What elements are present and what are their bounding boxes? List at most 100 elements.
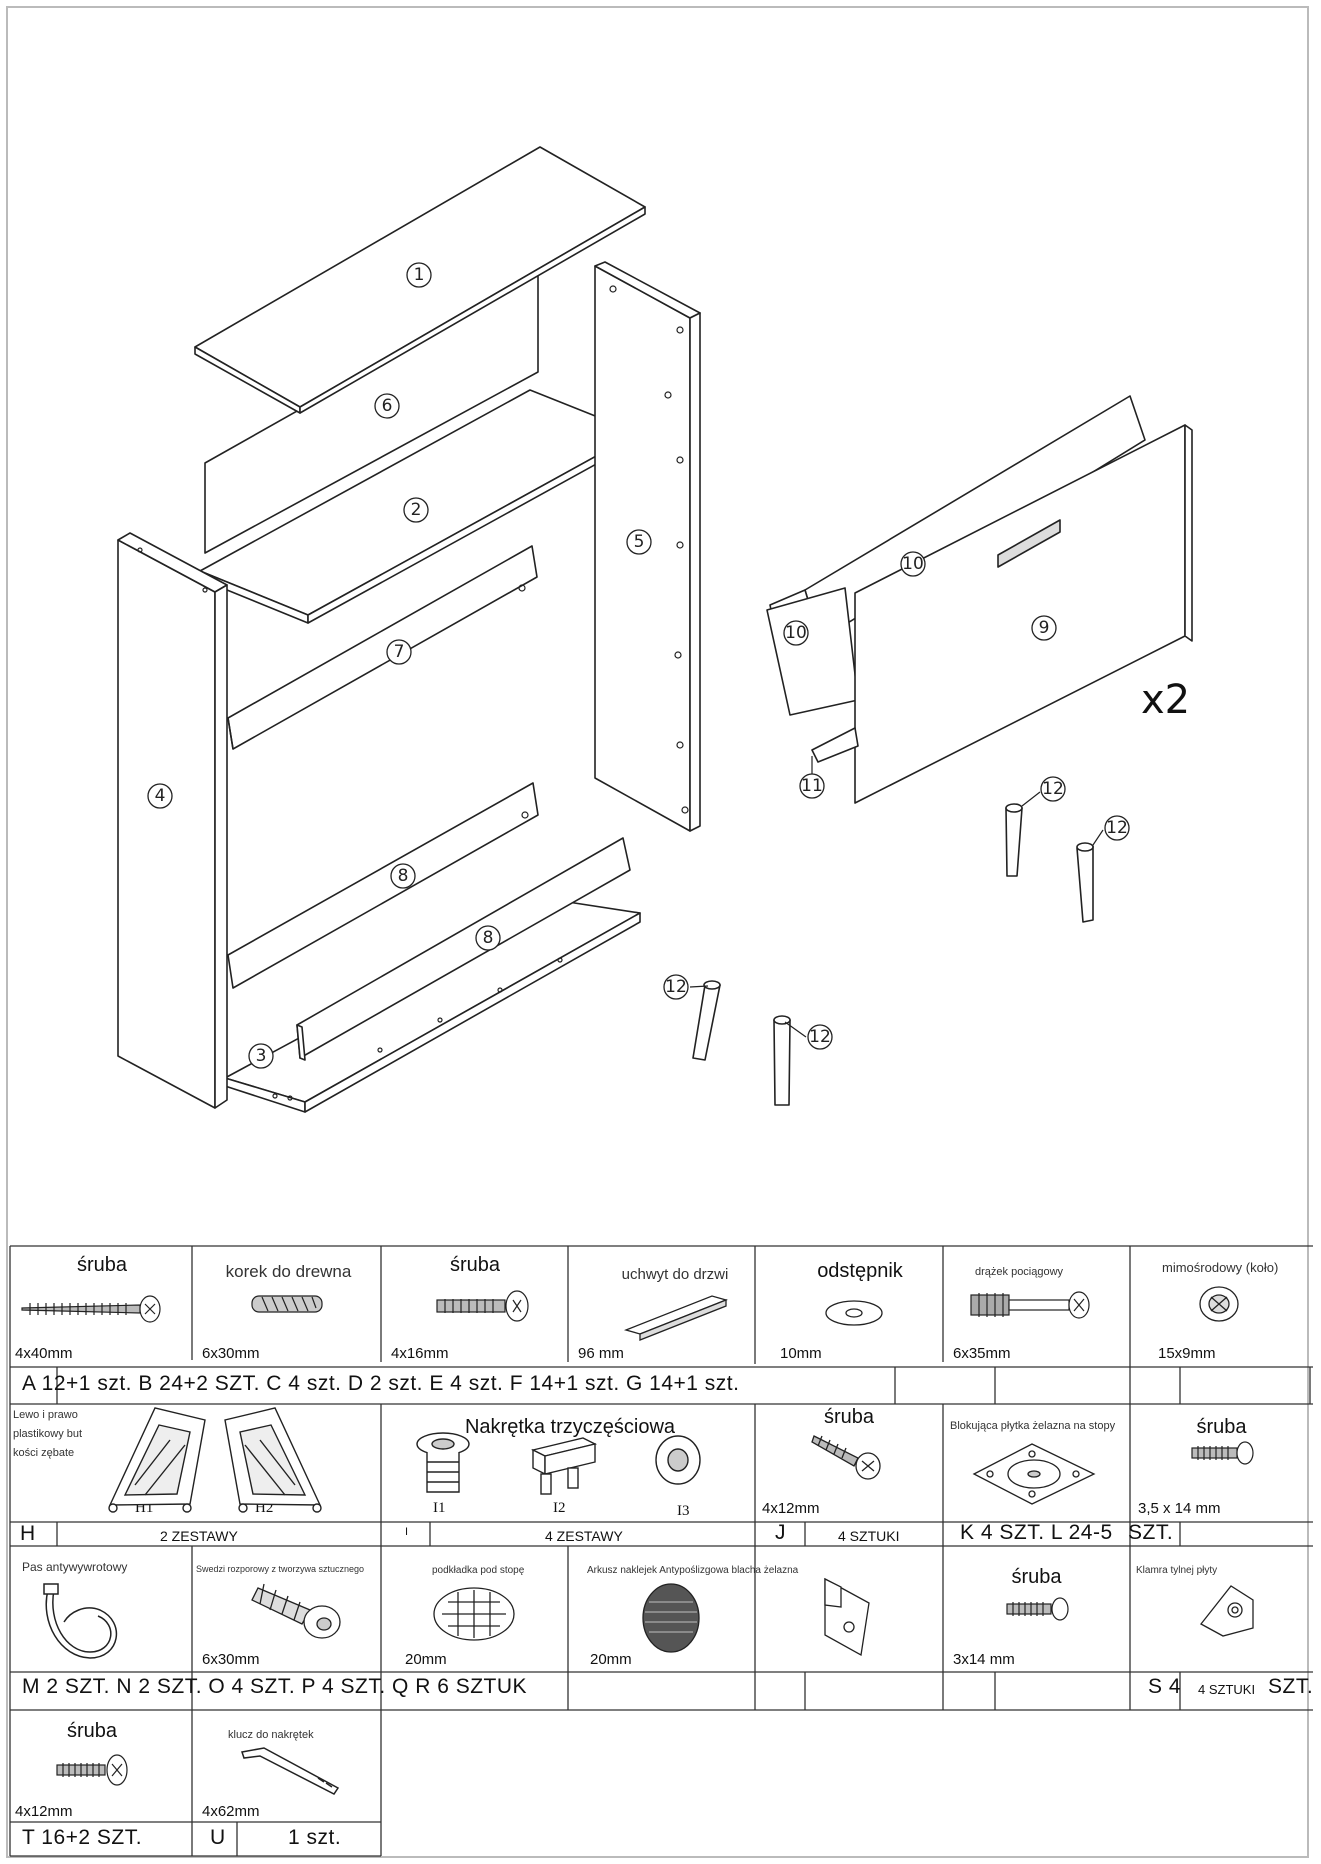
part-number-5: 5 [634, 532, 645, 552]
hinge-11 [811, 727, 859, 763]
qty-u: 1 szt. [288, 1826, 342, 1849]
qty-s-small: 4 SZTUKI [1198, 1682, 1256, 1697]
size-a: 4x40mm [15, 1345, 73, 1362]
title-clip-s: Klamra tylnej płyty [1136, 1565, 1218, 1576]
code-u: U [210, 1826, 226, 1849]
part-number-3: 3 [256, 1046, 267, 1066]
foot-plate-icon [972, 1443, 1096, 1505]
title-screw-t: śruba [66, 1720, 118, 1742]
code-i: I [405, 1526, 409, 1538]
size-g: 15x9mm [1158, 1345, 1216, 1362]
screw-l-icon [1191, 1441, 1254, 1465]
title-pad-o: podkładka pod stopę [432, 1565, 525, 1576]
size-e: 10mm [780, 1345, 822, 1362]
size-r: 3x14 mm [953, 1651, 1015, 1668]
cam-lock-icon [1199, 1286, 1239, 1322]
label-i3: I3 [677, 1503, 690, 1519]
exploded-assembly-diagram: 1 6 2 5 7 4 8 8 3 10 10 9 11 12 12 12 12 x2 [117, 146, 1193, 1113]
title-screw-a: śruba [76, 1254, 128, 1276]
size-j: 4x12mm [762, 1500, 820, 1517]
title-dowel-rod-f: drążek pociągowy [975, 1266, 1064, 1278]
part-number-9: 9 [1039, 618, 1050, 638]
part-number-10: 10 [785, 623, 807, 643]
part-number-6: 6 [382, 396, 393, 416]
title-dowel-b: korek do drewna [225, 1262, 352, 1281]
hinge-bracket-icon [108, 1407, 322, 1513]
title-wrench-u: klucz do nakrętek [228, 1729, 314, 1741]
leg-12-a [1005, 803, 1023, 877]
qty-i: 4 ZESTAWY [545, 1528, 623, 1544]
part-number-7: 7 [394, 642, 405, 662]
title-hinge-h: Lewo i prawo plastikowy but kości zębate [13, 1409, 83, 1459]
title-screw-l: śruba [1196, 1416, 1247, 1438]
size-t: 4x12mm [15, 1803, 73, 1820]
part-number-2: 2 [411, 500, 422, 520]
qty-s-end: SZT. [1268, 1675, 1314, 1698]
screw-r-icon [1006, 1597, 1069, 1621]
title-screw-j: śruba [823, 1406, 875, 1428]
size-c: 4x16mm [391, 1345, 449, 1362]
title-screw-r: śruba [1011, 1566, 1062, 1588]
anti-tip-strap-icon [43, 1583, 118, 1659]
title-screw-c: śruba [449, 1254, 501, 1276]
code-h: H [20, 1522, 36, 1545]
door-handle-icon [623, 1295, 729, 1341]
screw-t-icon [56, 1754, 128, 1786]
part-number-1: 1 [414, 265, 425, 285]
back-panel-clip-icon [1200, 1585, 1254, 1637]
multiplier-label: x2 [1141, 677, 1190, 723]
leg-12-c [692, 980, 721, 1061]
rail-8-back [227, 782, 539, 989]
screw-short-icon [436, 1290, 529, 1322]
page-border [6, 6, 1309, 1858]
qty-row-m-r: M 2 SZT. N 2 SZT. O 4 SZT. P 4 SZT. Q R … [22, 1675, 528, 1698]
qty-row-a-g: A 12+1 szt. B 24+2 SZT. C 4 szt. D 2 szt… [22, 1372, 740, 1395]
size-u: 4x62mm [202, 1803, 260, 1820]
title-nut-i: Nakrętka trzyczęściowa [464, 1416, 676, 1438]
rail-7 [227, 545, 538, 750]
part-number-12: 12 [1042, 779, 1064, 799]
part-number-8: 8 [483, 928, 494, 948]
part-number-11: 11 [801, 776, 823, 796]
label-i2: I2 [553, 1500, 566, 1516]
screw-long-icon [21, 1295, 161, 1323]
code-s: S 4 [1148, 1675, 1182, 1698]
wood-dowel-icon [251, 1295, 323, 1313]
rail-8-front [296, 837, 631, 1061]
three-part-nut-icon [416, 1432, 701, 1495]
part-number-12: 12 [665, 977, 687, 997]
part-number-8: 8 [398, 866, 409, 886]
size-d: 96 mm [578, 1345, 624, 1362]
foot-pad-icon [433, 1587, 515, 1641]
title-strap-m: Pas antywywrotowy [22, 1560, 128, 1574]
size-f: 6x35mm [953, 1345, 1011, 1362]
size-n: 6x30mm [202, 1651, 260, 1668]
qty-l-end: SZT. [1128, 1521, 1174, 1544]
anti-slip-sticker-icon [642, 1583, 700, 1653]
iron-plate-icon [824, 1577, 870, 1657]
screw-j-icon [811, 1435, 881, 1480]
side-panel-4 [117, 532, 228, 1109]
part-number-12: 12 [809, 1027, 831, 1047]
qty-j: 4 SZTUKI [838, 1528, 900, 1544]
part-number-12: 12 [1106, 818, 1128, 838]
title-anchor-n: Swedzi rozporowy z tworzywa sztucznego [196, 1564, 365, 1574]
size-p: 20mm [590, 1651, 632, 1668]
leg-12-b [1076, 842, 1094, 923]
leg-12-d [773, 1015, 791, 1106]
label-i1: I1 [433, 1500, 446, 1516]
title-handle-d: uchwyt do drzwi [621, 1266, 729, 1283]
washer-icon [825, 1300, 883, 1326]
code-j: J [775, 1521, 786, 1544]
part-number-10: 10 [902, 554, 924, 574]
title-spacer-e: odstępnik [817, 1260, 903, 1282]
title-sticker-p: Arkusz naklejek Antypoślizgowa blacha że… [587, 1565, 799, 1576]
title-cam-g: mimośrodowy (koło) [1162, 1260, 1279, 1275]
cam-bolt-icon [970, 1291, 1090, 1319]
qty-k-l: K 4 SZT. L 24-5 [960, 1521, 1113, 1544]
plastic-anchor-icon [251, 1583, 341, 1639]
qty-h: 2 ZESTAWY [160, 1528, 238, 1544]
part-number-4: 4 [155, 786, 166, 806]
size-o: 20mm [405, 1651, 447, 1668]
